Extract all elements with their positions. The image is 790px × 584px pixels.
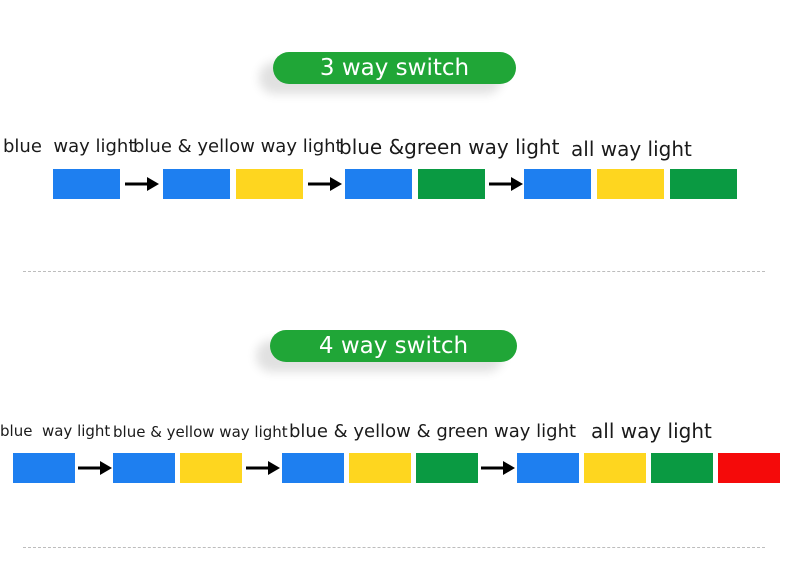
label-4way-step3: blue & yellow & green way light (289, 421, 577, 442)
color-block-blue (13, 453, 75, 483)
color-block-blue (53, 169, 120, 199)
section-title-3way: 3 way switch (273, 52, 516, 84)
section-divider (23, 271, 765, 272)
color-block-green (416, 453, 478, 483)
label-3way-step1: blue way light (3, 136, 136, 157)
label-3way-step4: all way light (571, 137, 692, 161)
section-title-4way-text: 4 way switch (318, 333, 469, 359)
arrow-right-icon (308, 177, 342, 191)
color-block-blue (345, 169, 412, 199)
section-title-4way: 4 way switch (270, 330, 517, 362)
arrow-right-icon (489, 177, 523, 191)
label-4way-step4: all way light (591, 419, 712, 443)
label-3way-step3: blue &green way light (339, 135, 560, 159)
color-block-yellow (584, 453, 646, 483)
label-4way-step2: blue & yellow way light (113, 423, 288, 441)
arrow-right-icon (125, 177, 159, 191)
arrow-right-icon (481, 461, 515, 475)
color-block-blue (524, 169, 591, 199)
color-block-green (418, 169, 485, 199)
color-block-yellow (236, 169, 303, 199)
color-block-green (651, 453, 713, 483)
color-block-green (670, 169, 737, 199)
color-block-blue (113, 453, 175, 483)
arrow-right-icon (78, 461, 112, 475)
color-block-yellow (597, 169, 664, 199)
section-divider (23, 547, 765, 548)
label-3way-step2: blue & yellow way light (133, 136, 343, 157)
color-block-blue (282, 453, 344, 483)
label-4way-step1: blue way light (0, 422, 111, 440)
color-block-red (718, 453, 780, 483)
color-block-blue (163, 169, 230, 199)
color-block-blue (517, 453, 579, 483)
color-block-yellow (180, 453, 242, 483)
arrow-right-icon (246, 461, 280, 475)
color-block-yellow (349, 453, 411, 483)
section-title-3way-text: 3 way switch (319, 55, 470, 81)
